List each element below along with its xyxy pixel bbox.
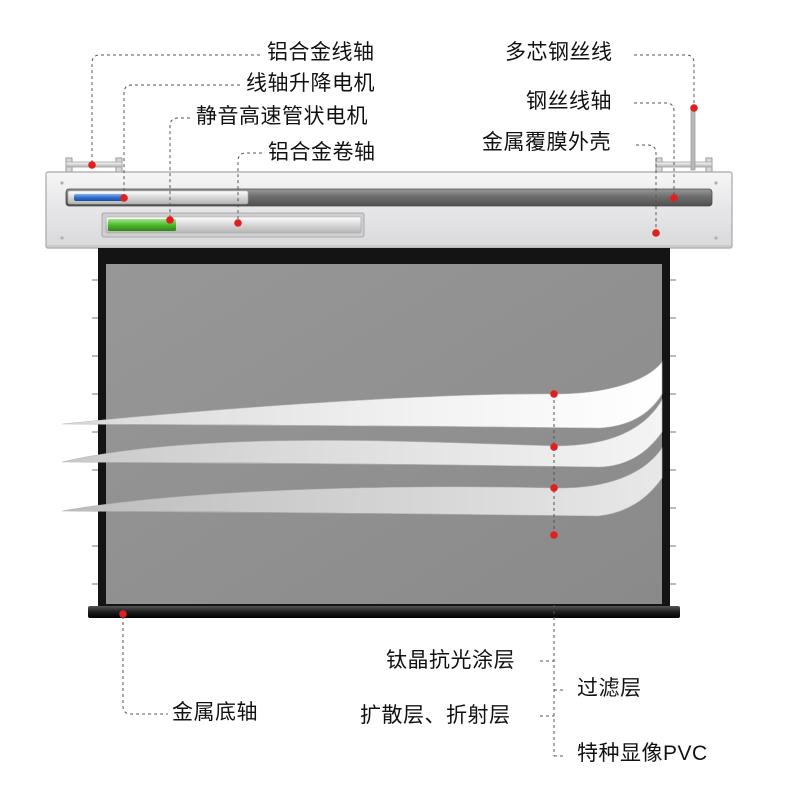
marker-silent-tubular-motor [166,216,174,224]
marker-aluminum-wire-shaft [88,161,96,169]
leader-silent-tubular-motor [169,117,190,220]
marker-metal-bottom-bar [119,610,127,618]
metal-bottom-bar [88,606,680,618]
label-diffuse-refract-layer: 扩散层、折射层 [360,704,511,727]
marker-special-pvc [550,531,558,539]
leader-lines [91,54,695,757]
label-steel-wire-shaft: 钢丝线轴 [526,90,612,113]
leader-multicore-wire [634,54,695,108]
label-metal-bottom-bar: 金属底轴 [172,701,258,724]
silent-tubular-motor [108,219,176,231]
leader-wire-lift-motor [123,84,240,198]
marker-aluminum-roller [234,219,242,227]
leader-steel-wire-shaft [634,102,675,198]
leader-filter-layer [553,605,566,757]
leader-metal-bottom-bar [122,616,168,715]
marker-steel-wire-shaft [670,194,678,202]
label-metal-coated-case: 金属覆膜外壳 [482,131,611,154]
marker-wire-lift-motor [120,194,128,202]
marker-filter-layer [550,443,558,451]
label-multicore-wire: 多芯钢丝线 [505,41,613,64]
label-wire-lift-motor: 线轴升降电机 [246,72,375,95]
label-titanium-coating: 钛晶抗光涂层 [386,649,515,672]
label-filter-layer: 过滤层 [577,677,642,700]
marker-multicore-wire [690,104,698,112]
tension-marks [92,279,676,585]
screen-surface [106,264,662,604]
label-special-pvc: 特种显像PVC [577,742,708,765]
marker-diffuse-layer [550,484,558,492]
label-aluminum-wire-shaft: 铝合金线轴 [267,41,375,64]
multicore-wire-rod [690,107,696,171]
label-aluminum-roller: 铝合金卷轴 [268,141,376,164]
screen-assembly [61,248,680,618]
marker-dots [88,104,698,618]
marker-titanium-coating [550,390,558,398]
label-silent-tubular-motor: 静音高速管状电机 [196,105,368,128]
leader-metal-coated-case [636,144,657,232]
marker-metal-coated-case [652,229,660,237]
wire-lift-motor [74,194,126,201]
top-housing [45,107,733,249]
